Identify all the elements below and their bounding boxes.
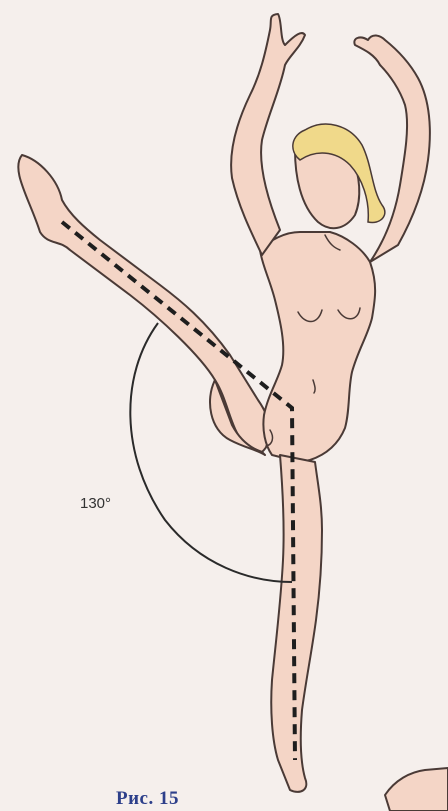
angle-label: 130° [80,495,111,512]
figure-caption: Рис. 15 [116,788,179,810]
body-silhouette [18,14,448,811]
